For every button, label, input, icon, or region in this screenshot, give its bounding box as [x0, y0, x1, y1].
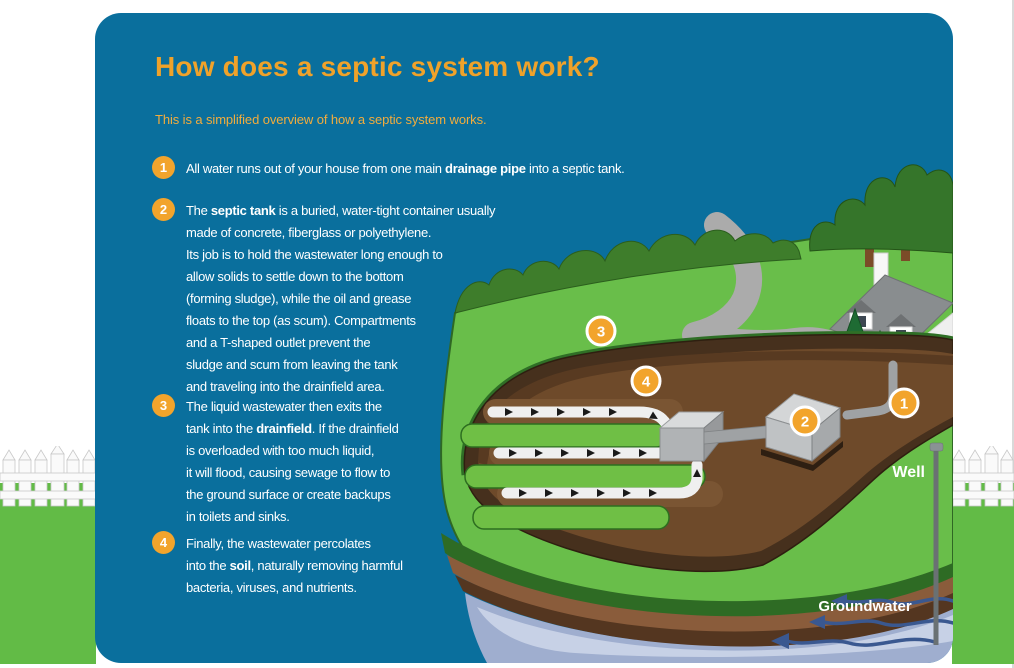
fence-pickets-left — [0, 446, 96, 507]
step-text-segment: into a septic tank. — [525, 161, 625, 176]
diagram-badge-1-number: 1 — [900, 396, 908, 413]
step-text-segment: sludge and scum from leaving the tank — [186, 357, 398, 372]
step-text-segment: the ground surface or create backups — [186, 487, 391, 502]
diagram-badge-3-number: 3 — [597, 324, 605, 341]
step-text-segment: (forming sludge), while the oil and grea… — [186, 291, 412, 306]
step-text-segment: septic tank — [210, 203, 276, 218]
step-text-segment: drainfield — [256, 421, 312, 436]
step-item-3: 3 The liquid wastewater then exits the ta… — [152, 394, 399, 528]
step-badge-4: 4 — [152, 531, 175, 554]
step-badge-1: 1 — [152, 156, 175, 179]
step-text-segment: allow solids to settle down to the botto… — [186, 269, 404, 284]
step-text-segment: is overloaded with too much liquid, — [186, 443, 375, 458]
page-edge-line — [1012, 0, 1014, 668]
step-item-2: 2 The septic tank is a buried, water-tig… — [152, 198, 496, 398]
step-text-segment: soil — [229, 558, 252, 573]
step-text-segment: tank into the — [186, 421, 257, 436]
well — [929, 442, 944, 645]
grass-right — [952, 483, 1014, 664]
step-text-segment: . If the drainfield — [311, 421, 399, 436]
step-text-segment: , naturally removing harmful — [250, 558, 403, 573]
step-text-segment: is a buried, water-tight container usual… — [275, 203, 496, 218]
step-text-segment: All water runs out of your house from on… — [186, 161, 446, 176]
horizon-bushes — [454, 229, 802, 314]
grass-left — [0, 483, 96, 664]
infographic-panel: Well Groundwater 1 2 3 4 How does a sept… — [95, 13, 953, 663]
step-text-4: Finally, the wastewater percolates into t… — [186, 533, 403, 599]
groundwater-layer — [465, 593, 953, 663]
step-badge-3: 3 — [152, 394, 175, 417]
step-text-segment: and traveling into the drainfield area. — [186, 379, 385, 394]
step-text-segment: Finally, the wastewater percolates — [186, 536, 371, 551]
diagram-badge-2-number: 2 — [801, 414, 809, 431]
step-text-segment: in toilets and sinks. — [186, 509, 290, 524]
step-text-segment: it will flood, causing sewage to flow to — [186, 465, 391, 480]
drainfield-cutaway — [460, 331, 953, 573]
distribution-box — [658, 410, 725, 463]
flow-arrows — [505, 408, 701, 497]
diagram-badges: 1 2 3 4 — [585, 315, 920, 437]
step-text-segment: made of concrete, fiberglass or polyethy… — [186, 225, 432, 240]
soil-layers — [441, 533, 953, 648]
diagram-badge-4: 4 — [630, 365, 662, 397]
page-title: How does a septic system work? — [155, 51, 600, 82]
step-text-segment: floats to the top (as scum). Compartment… — [186, 313, 416, 328]
diagram-badge-1: 1 — [888, 387, 920, 419]
step-text-1: All water runs out of your house from on… — [186, 158, 625, 180]
step-text-segment: The liquid wastewater then exits the — [186, 399, 382, 414]
picket-fence-right — [952, 446, 1014, 664]
grass-mounds — [460, 423, 706, 530]
diagram-badge-2: 2 — [789, 405, 821, 437]
step-item-4: 4 Finally, the wastewater percolates into… — [152, 531, 403, 599]
step-text-segment: The — [186, 203, 211, 218]
trees — [809, 164, 953, 267]
step-badge-2: 2 — [152, 198, 175, 221]
step-text-segment: Its job is to hold the wastewater long e… — [186, 247, 443, 262]
step-text-segment: and a T-shaped outlet prevent the — [186, 335, 371, 350]
diagram-badge-3: 3 — [585, 315, 617, 347]
picket-fence-left — [0, 446, 96, 664]
septic-diagram: Well Groundwater 1 2 3 4 — [440, 164, 953, 663]
step-text-2: The septic tank is a buried, water-tight… — [186, 200, 496, 398]
fence-pickets-right — [952, 446, 1014, 507]
groundwater-label: Groundwater — [818, 598, 912, 615]
step-item-1: 1 All water runs out of your house from … — [152, 156, 625, 180]
step-text-segment: drainage pipe — [445, 161, 526, 176]
diagram-badge-4-number: 4 — [642, 374, 651, 391]
well-label: Well — [892, 464, 925, 481]
step-text-segment: into the — [186, 558, 230, 573]
step-text-3: The liquid wastewater then exits the tank… — [186, 396, 399, 528]
step-text-segment: bacteria, viruses, and nutrients. — [186, 580, 357, 595]
subtitle: This is a simplified overview of how a s… — [155, 112, 487, 127]
